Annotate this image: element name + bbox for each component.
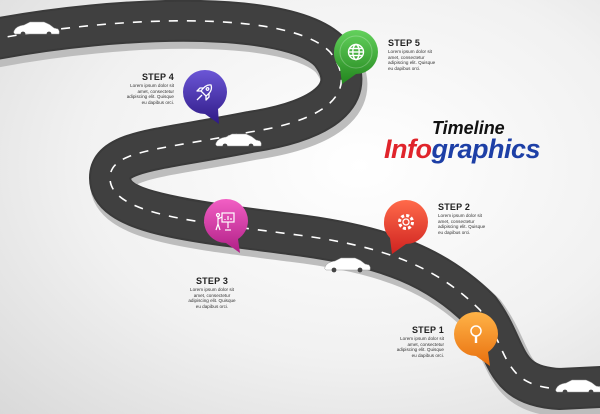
step4-pin [183,70,227,124]
step5-title: STEP 5 [388,38,421,48]
step3-label: STEP 3 Lorem ipsum dolor sit amet, conse… [176,276,248,309]
step3-description: Lorem ipsum dolor sit amet, consectetur … [188,287,236,309]
step1-description: Lorem ipsum dolor sit amet, consectetur … [396,336,444,358]
title-timeline: Timeline [432,118,505,138]
magnifier-icon [470,325,482,343]
car-icon [215,133,262,149]
title-infographics-part1: Info [384,134,432,164]
road-lane-markings [0,20,600,390]
globe-icon [347,43,365,61]
car-icon [555,379,600,395]
step1-title: STEP 1 [411,325,444,335]
presentation-icon [215,212,235,231]
car-icon [324,257,371,273]
step4-label: STEP 4 Lorem ipsum dolor sit amet, conse… [102,72,174,105]
gear-icon [398,214,414,230]
step2-pin [383,200,428,254]
step3-title: STEP 3 [195,276,229,286]
step2-description: Lorem ipsum dolor sit amet, consectetur … [438,213,486,235]
step2-label: STEP 2 Lorem ipsum dolor sit amet, conse… [438,202,510,235]
step1-pin [454,312,498,366]
title-infographics: Infographics [384,134,541,165]
step5-description: Lorem ipsum dolor sit amet, consectetur … [388,49,436,71]
step3-pin [204,199,248,253]
step1-label: STEP 1 Lorem ipsum dolor sit amet, conse… [372,325,444,358]
title-infographics-part2: graphics [431,134,541,164]
step5-label: STEP 5 Lorem ipsum dolor sit amet, conse… [388,38,460,71]
step2-title: STEP 2 [438,202,471,212]
step4-description: Lorem ipsum dolor sit amet, consectetur … [126,83,174,105]
car-icon [13,21,60,37]
step4-title: STEP 4 [141,72,174,82]
rocket-icon [196,84,213,101]
step5-pin [333,30,378,84]
